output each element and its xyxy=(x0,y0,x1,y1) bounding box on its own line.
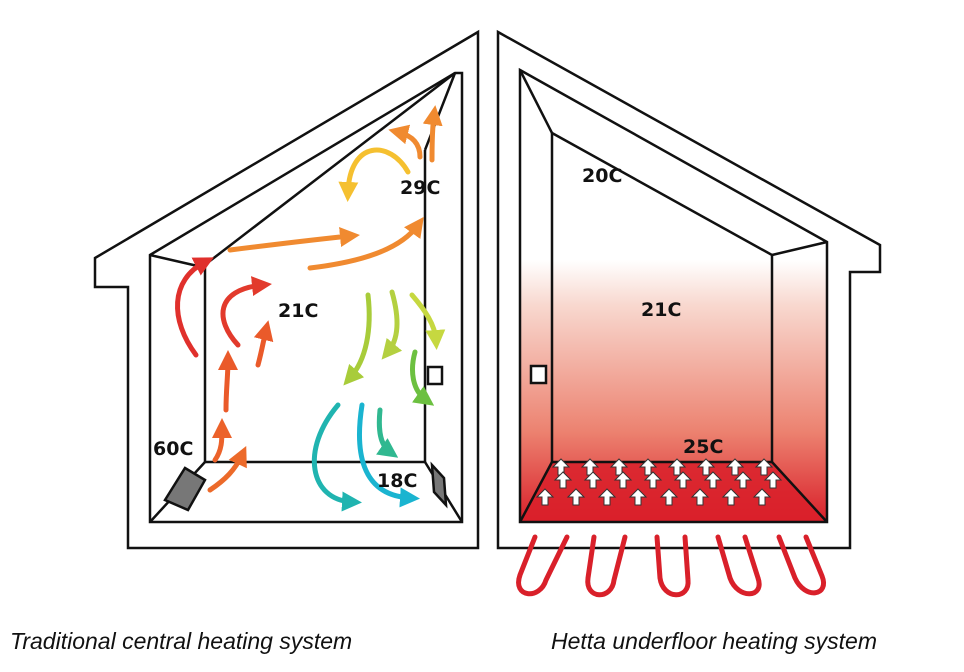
temp-room: 21C xyxy=(641,299,681,321)
temp-floor: 25C xyxy=(683,436,723,458)
up-arrow-icon xyxy=(696,458,716,476)
up-arrow-icon xyxy=(733,471,753,489)
temp-radiator: 60C xyxy=(153,438,193,460)
caption-underfloor: Hetta underfloor heating system xyxy=(551,628,878,654)
house-outer-outline xyxy=(496,29,882,550)
heating-pipes xyxy=(516,534,826,598)
room-corner-lines xyxy=(518,69,828,523)
thermostat xyxy=(529,364,548,385)
up-arrow-icon xyxy=(752,488,772,506)
room-front-outline xyxy=(148,71,464,524)
up-arrow-icon xyxy=(628,488,648,506)
up-arrow-icon xyxy=(613,471,633,489)
up-arrow-icon xyxy=(609,458,629,476)
thermostat xyxy=(426,365,444,386)
up-arrow-icon xyxy=(754,458,774,476)
up-arrow-icon xyxy=(725,458,745,476)
up-arrow-icon xyxy=(535,488,555,506)
temp-floor: 18C xyxy=(377,470,417,492)
up-arrow-icon xyxy=(643,471,663,489)
up-arrow-icon xyxy=(667,458,687,476)
up-arrow-icon xyxy=(721,488,741,506)
up-arrow-icon xyxy=(597,488,617,506)
radiator-icon xyxy=(163,466,207,512)
up-arrow-icon xyxy=(638,458,658,476)
up-arrow-icon xyxy=(553,471,573,489)
underfloor-temperature-labels: 20C 21C 25C xyxy=(582,165,723,458)
up-arrow-icon xyxy=(673,471,693,489)
house-outer-outline xyxy=(93,29,480,550)
heat-up-arrows xyxy=(535,458,783,506)
up-arrow-icon xyxy=(690,488,710,506)
up-arrow-icon xyxy=(583,471,603,489)
temp-ceiling: 29C xyxy=(400,177,440,199)
airflow-arrows xyxy=(175,105,446,512)
underfloor-house xyxy=(496,29,882,598)
temp-ceiling: 20C xyxy=(582,165,622,187)
up-arrow-icon xyxy=(566,488,586,506)
temp-room: 21C xyxy=(278,300,318,322)
traditional-temperature-labels: 60C 21C 29C 18C xyxy=(153,177,440,492)
up-arrow-icon xyxy=(763,471,783,489)
traditional-house xyxy=(93,29,480,550)
up-arrow-icon xyxy=(659,488,679,506)
up-arrow-icon xyxy=(703,471,723,489)
vent-icon xyxy=(430,461,448,509)
caption-traditional: Traditional central heating system xyxy=(10,628,353,654)
